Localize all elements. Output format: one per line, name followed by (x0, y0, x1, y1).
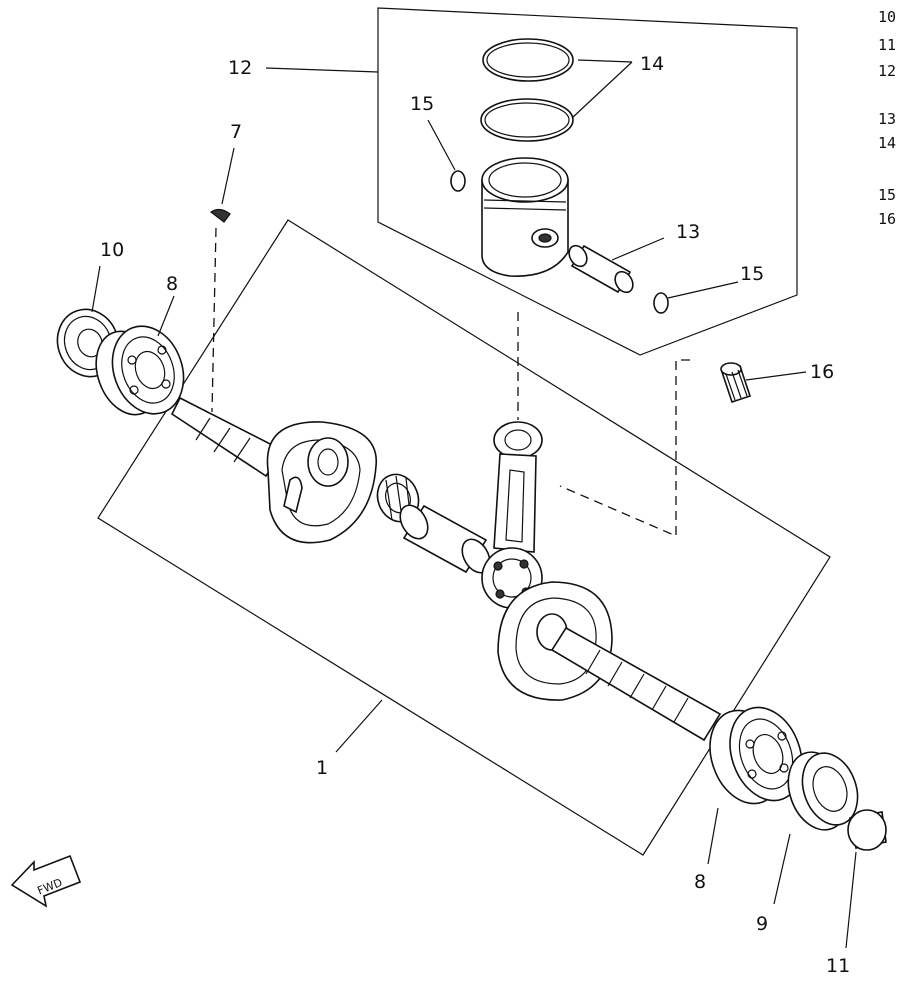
label-15-right: 15 (740, 263, 764, 285)
label-12: 12 (228, 57, 252, 79)
side-index-item: 12 (878, 62, 896, 80)
connecting-rod (481, 421, 543, 609)
label-14: 14 (640, 53, 664, 75)
collar (847, 809, 887, 851)
side-index-item: 14 (878, 134, 896, 152)
crank-pin (399, 504, 491, 574)
piston-group-frame (377, 7, 798, 356)
piston-ring-top (482, 38, 574, 82)
label-7: 7 (230, 121, 242, 143)
forward-arrow-icon: FWD (10, 854, 82, 908)
side-index-column: 10 11 12 13 14 15 16 (878, 8, 896, 228)
label-8-right: 8 (694, 871, 706, 893)
piston-pin (568, 244, 634, 294)
pin-alignment-line (559, 359, 690, 537)
bearing-left (95, 325, 185, 416)
label-13: 13 (676, 221, 700, 243)
label-10: 10 (100, 239, 124, 261)
side-index-item: 10 (878, 8, 896, 26)
label-15-top: 15 (410, 93, 434, 115)
label-1: 1 (316, 757, 328, 779)
circlip-top (450, 170, 466, 192)
circlip-right (653, 292, 669, 314)
side-index-item: 11 (878, 36, 896, 54)
woodruff-key (209, 208, 231, 223)
piston (481, 157, 569, 277)
bearing-right (709, 706, 803, 805)
oil-seal-right (787, 751, 859, 831)
label-11: 11 (826, 955, 850, 977)
crankshaft-assembly-frame (97, 219, 831, 856)
label-9: 9 (756, 913, 768, 935)
side-index-item: 15 (878, 186, 896, 204)
side-index-item: 16 (878, 210, 896, 228)
crankshaft-right-half (497, 581, 722, 742)
key-alignment-line (211, 227, 217, 413)
side-index-item: 13 (878, 110, 896, 128)
label-8-left: 8 (166, 273, 178, 295)
crankshaft-left-half (170, 396, 377, 544)
piston-ring-second (480, 98, 574, 142)
label-16: 16 (810, 361, 834, 383)
needle-bearing-small-end (720, 362, 752, 404)
